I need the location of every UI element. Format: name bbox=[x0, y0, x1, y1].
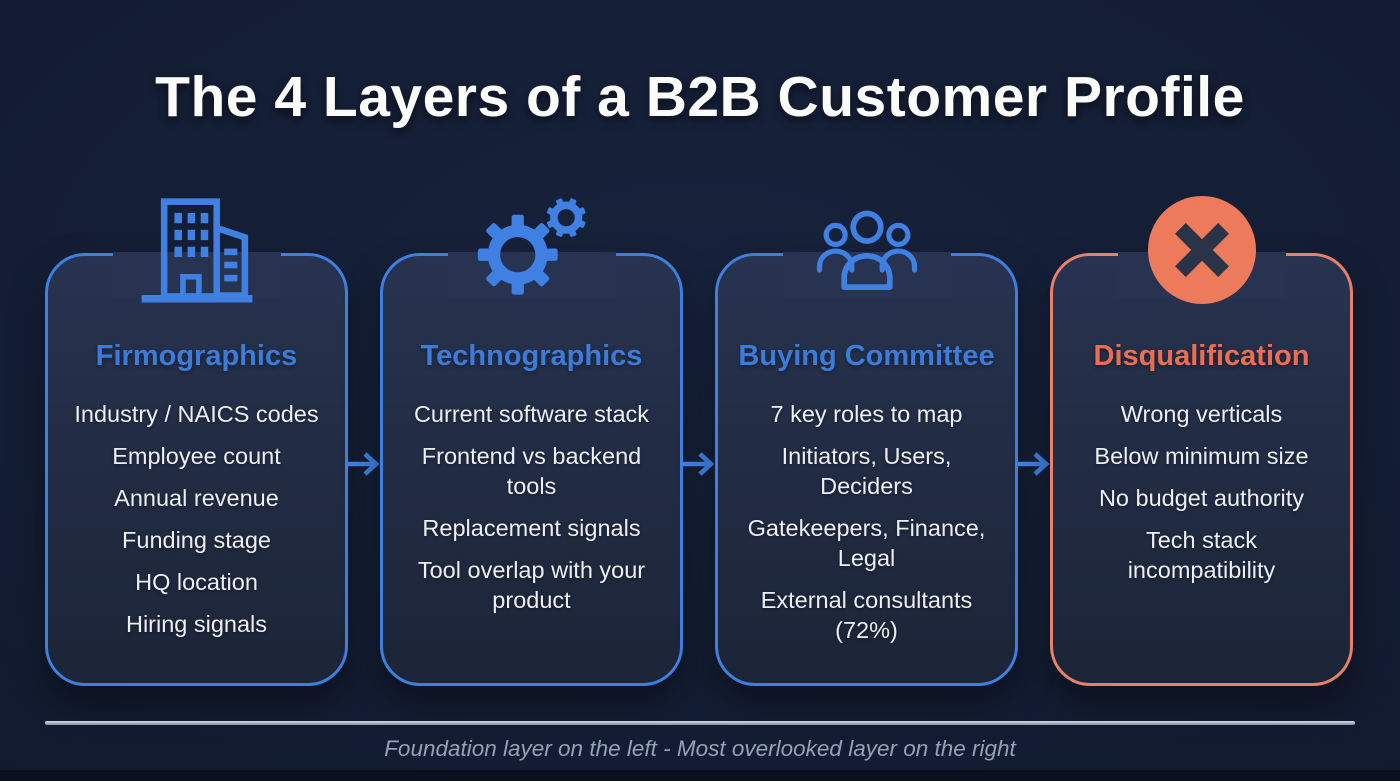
list-item: Wrong verticals bbox=[1120, 401, 1283, 427]
cards-row: Firmographics Industry / NAICS codes Emp… bbox=[45, 195, 1353, 686]
list-item: Gatekeepers, Finance, Legal bbox=[747, 515, 986, 571]
card-title: Firmographics bbox=[95, 340, 298, 372]
footer-divider bbox=[45, 721, 1355, 725]
list-item: External consultants (72%) bbox=[760, 587, 973, 643]
list-item: Employee count bbox=[112, 443, 281, 469]
people-group-icon bbox=[810, 210, 924, 294]
list-item: HQ location bbox=[135, 569, 258, 595]
card-items: Wrong verticals Below minimum size No bu… bbox=[1053, 399, 1350, 585]
page-title: The 4 Layers of a B2B Customer Profile bbox=[155, 65, 1245, 129]
gears-icon bbox=[470, 192, 594, 306]
card-title: Disqualification bbox=[1093, 340, 1310, 372]
card-title: Buying Committee bbox=[738, 340, 995, 372]
list-item: No budget authority bbox=[1098, 485, 1305, 511]
list-item: Below minimum size bbox=[1094, 443, 1309, 469]
icon-tab bbox=[782, 252, 951, 298]
list-item: Current software stack bbox=[413, 401, 650, 427]
list-item: Hiring signals bbox=[125, 611, 268, 637]
list-item: Initiators, Users, Deciders bbox=[781, 443, 952, 499]
card-title: Technographics bbox=[420, 340, 643, 372]
card-firmographics: Firmographics Industry / NAICS codes Emp… bbox=[45, 198, 348, 686]
footer-note: Foundation layer on the left - Most over… bbox=[384, 736, 1016, 761]
list-item: Tech stack incompatibility bbox=[1127, 527, 1276, 583]
x-circle-icon bbox=[1147, 195, 1257, 305]
card-items: Current software stack Frontend vs backe… bbox=[383, 399, 680, 615]
list-item: Industry / NAICS codes bbox=[74, 401, 319, 427]
list-item: Frontend vs backend tools bbox=[421, 443, 642, 499]
card-items: Industry / NAICS codes Employee count An… bbox=[48, 399, 345, 639]
list-item: 7 key roles to map bbox=[770, 401, 963, 427]
arrow-right-icon bbox=[346, 253, 380, 686]
card-technographics: Technographics Current software stack Fr… bbox=[380, 198, 683, 686]
building-icon bbox=[136, 194, 258, 306]
list-item: Annual revenue bbox=[114, 485, 279, 511]
arrow-right-icon bbox=[681, 253, 715, 686]
bottom-edge-band bbox=[0, 770, 1400, 781]
list-item: Tool overlap with your product bbox=[417, 557, 646, 613]
card-items: 7 key roles to map Initiators, Users, De… bbox=[718, 399, 1015, 645]
list-item: Funding stage bbox=[122, 527, 271, 553]
arrow-right-icon bbox=[1016, 253, 1050, 686]
card-disqualification: Disqualification Wrong verticals Below m… bbox=[1050, 195, 1353, 686]
list-item: Replacement signals bbox=[422, 515, 641, 541]
card-buying-committee: Buying Committee 7 key roles to map Init… bbox=[715, 210, 1018, 686]
